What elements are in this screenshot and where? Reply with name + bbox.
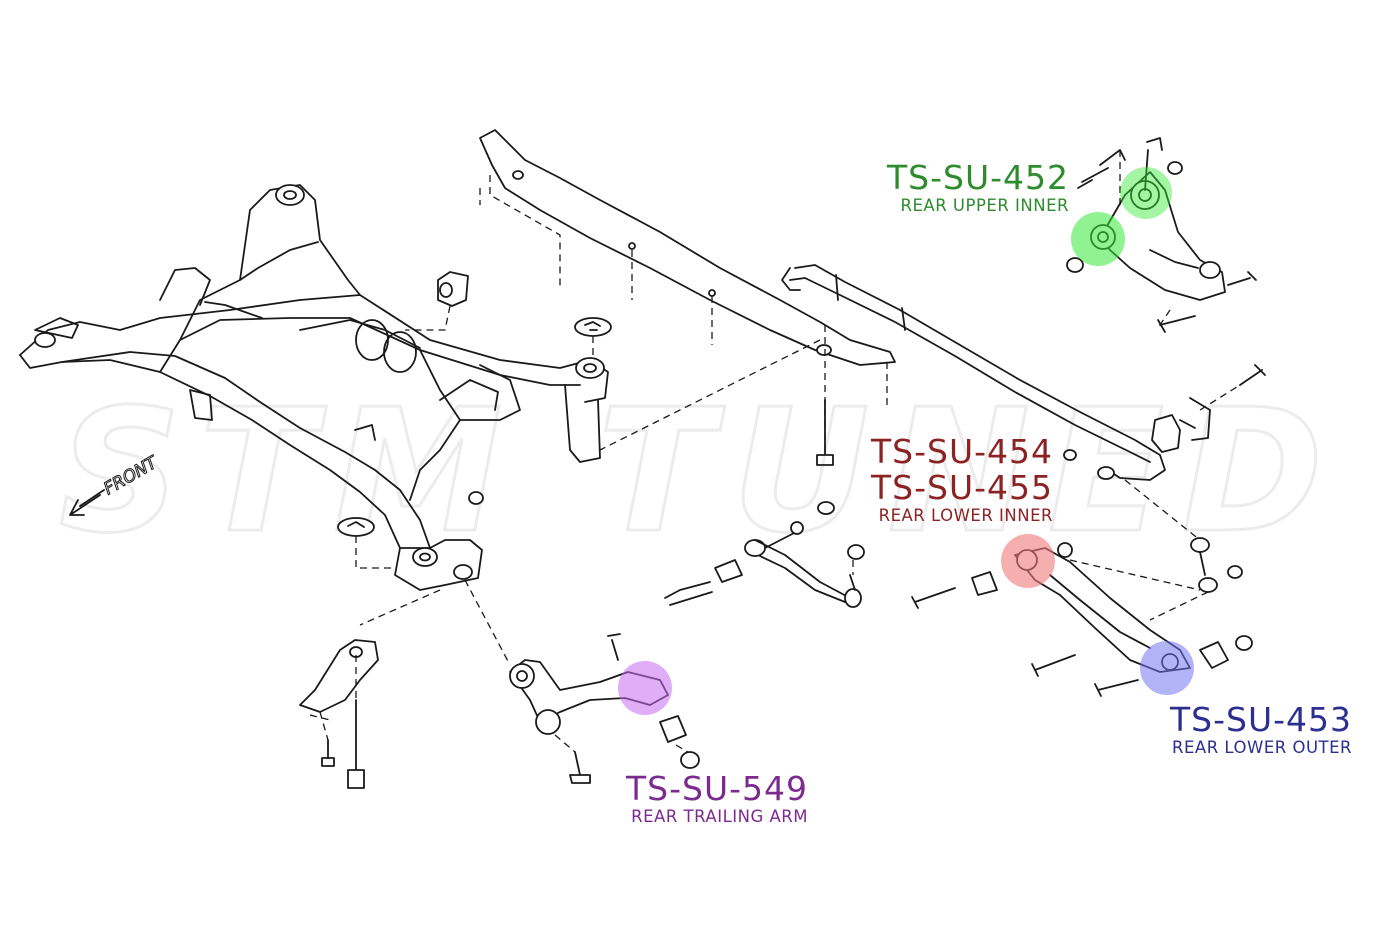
part-description: REAR TRAILING ARM (631, 807, 808, 826)
subframe-mount-bushing-rear-left (405, 271, 469, 331)
rear-support-beam (479, 129, 896, 466)
part-description: REAR LOWER INNER (878, 506, 1053, 525)
mount-washer-rear-right (574, 317, 612, 360)
part-number: TS-SU-454 (870, 432, 1053, 471)
stabilizer-bar (781, 264, 1266, 541)
callout-rear-trailing-arm: TS-SU-549 REAR TRAILING ARM (626, 771, 808, 827)
callout-rear-lower-inner: TS-SU-454 TS-SU-455 REAR LOWER INNER (871, 434, 1053, 526)
highlight-trailing-arm (618, 661, 672, 715)
part-number: TS-SU-453 (1169, 700, 1352, 739)
rear-lateral-link (664, 501, 865, 608)
part-description: REAR LOWER OUTER (1172, 738, 1352, 757)
callout-rear-upper-inner: TS-SU-452 REAR UPPER INNER (887, 160, 1069, 216)
rear-subframe (19, 184, 609, 591)
highlight-upper-inner-rear (1120, 167, 1172, 219)
highlight-lower-inner (1001, 534, 1055, 588)
part-number: TS-SU-455 (870, 468, 1053, 507)
highlight-upper-inner-front (1071, 212, 1125, 266)
highlight-lower-outer (1140, 641, 1194, 695)
rear-trailing-arm (464, 579, 700, 784)
part-number: TS-SU-549 (625, 769, 808, 808)
watermark: STM TUNED (59, 373, 1341, 571)
stabilizer-link (1149, 537, 1243, 621)
subframe-front-bracket (299, 589, 441, 789)
part-number: TS-SU-452 (886, 158, 1069, 197)
part-description: REAR UPPER INNER (900, 196, 1069, 215)
callout-rear-lower-outer: TS-SU-453 REAR LOWER OUTER (1170, 702, 1352, 758)
mount-washer-front-left (337, 517, 395, 569)
